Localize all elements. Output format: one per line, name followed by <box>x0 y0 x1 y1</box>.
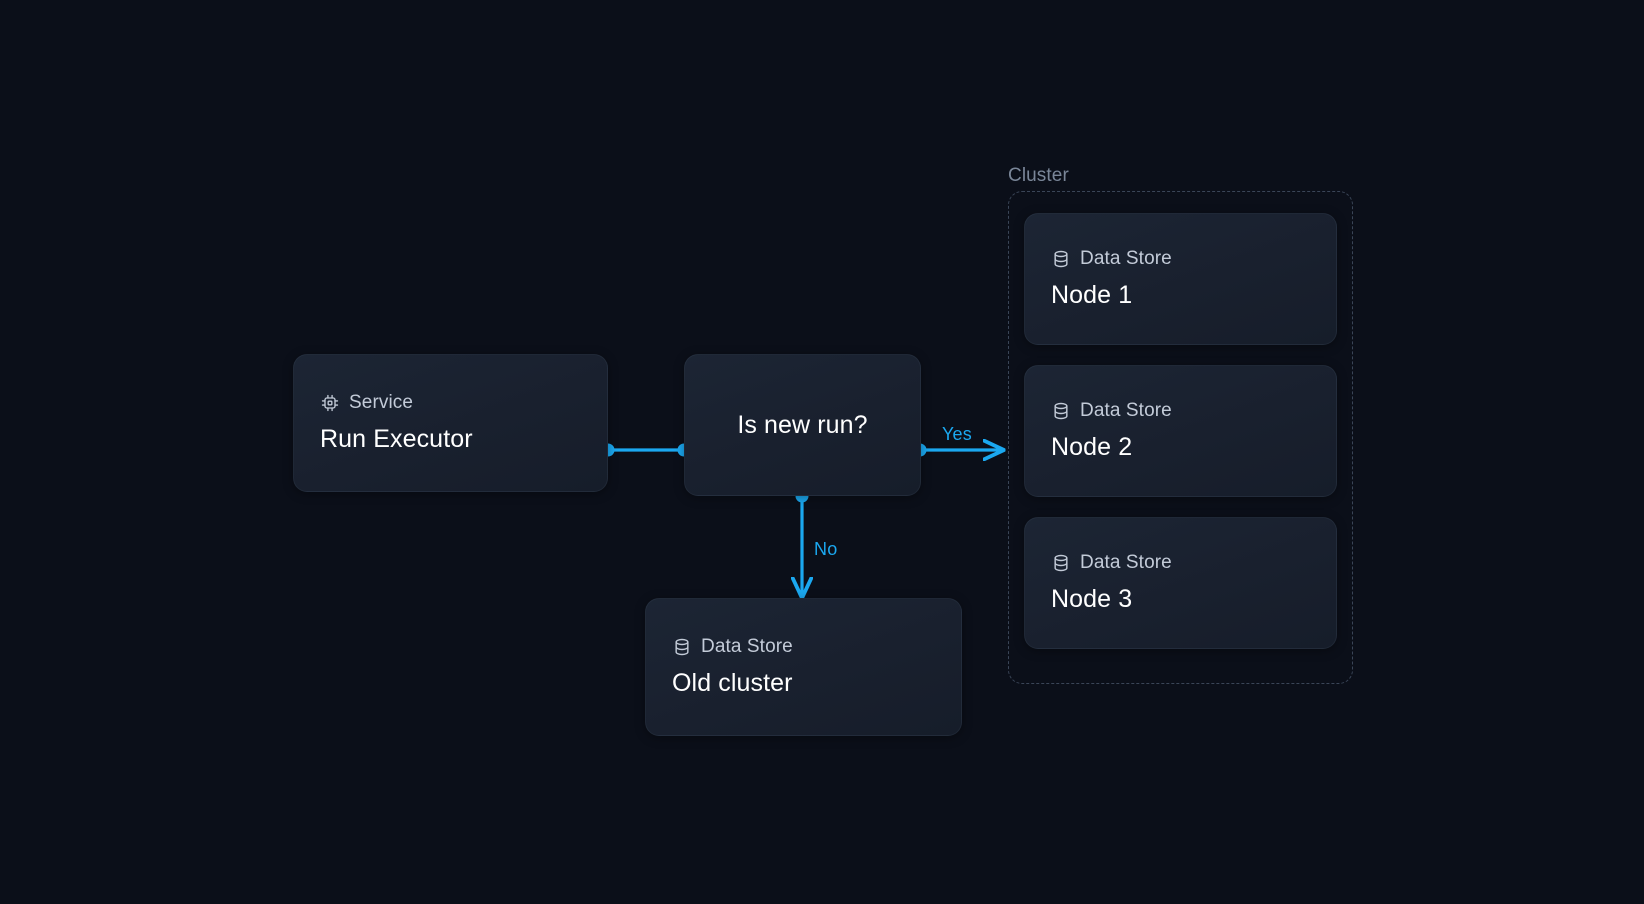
node-is-new-run[interactable]: Is new run? <box>684 354 921 496</box>
node-node-3[interactable]: Data Store Node 3 <box>1024 517 1337 649</box>
node-kicker: Data Store <box>672 636 943 658</box>
edge-decision-to-cluster <box>913 444 1003 457</box>
edge-executor-to-decision <box>601 443 691 457</box>
node-kicker: Data Store <box>1051 248 1318 270</box>
cluster-group <box>1008 191 1353 684</box>
edge-decision-to-old-cluster <box>796 489 809 597</box>
node-kicker-label: Data Store <box>1080 248 1172 269</box>
cluster-label: Cluster <box>1008 165 1069 186</box>
node-kicker-label: Data Store <box>1080 400 1172 421</box>
node-content: Data Store Old cluster <box>672 636 943 698</box>
node-title: Node 3 <box>1051 585 1133 613</box>
node-kicker: Data Store <box>1051 552 1318 574</box>
node-content: Data Store Node 1 <box>1051 248 1318 310</box>
database-icon <box>1051 249 1071 269</box>
node-kicker-label: Service <box>349 392 414 413</box>
node-content: Data Store Node 3 <box>1051 552 1318 614</box>
node-title: Old cluster <box>672 669 793 697</box>
database-icon <box>1051 401 1071 421</box>
database-icon <box>672 637 692 657</box>
node-run-executor[interactable]: Service Run Executor <box>293 354 608 492</box>
node-kicker-label: Data Store <box>701 636 793 657</box>
database-icon <box>1051 553 1071 573</box>
node-title: Run Executor <box>320 425 473 453</box>
node-kicker-label: Data Store <box>1080 552 1172 573</box>
node-node-2[interactable]: Data Store Node 2 <box>1024 365 1337 497</box>
decision-label: Is new run? <box>737 411 868 439</box>
node-title: Node 2 <box>1051 433 1133 461</box>
edge-label-yes: Yes <box>942 424 972 444</box>
edge-label-no: No <box>814 539 838 559</box>
node-node-1[interactable]: Data Store Node 1 <box>1024 213 1337 345</box>
node-kicker: Service <box>320 392 589 414</box>
node-content: Data Store Node 2 <box>1051 400 1318 462</box>
node-old-cluster[interactable]: Data Store Old cluster <box>645 598 962 736</box>
node-title: Node 1 <box>1051 281 1133 309</box>
node-kicker: Data Store <box>1051 400 1318 422</box>
cpu-chip-icon <box>320 393 340 413</box>
node-content: Service Run Executor <box>320 392 589 454</box>
